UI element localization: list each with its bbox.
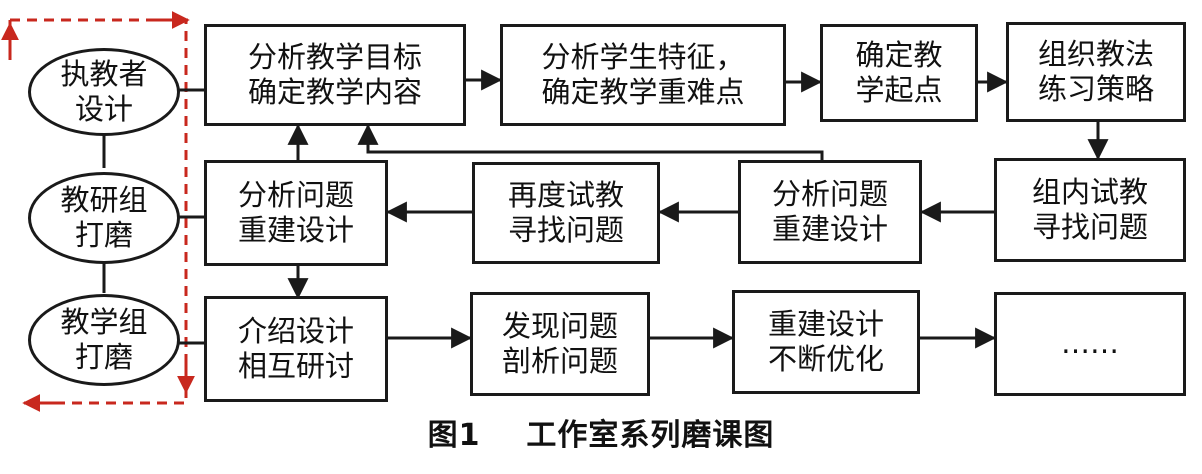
box-retry-teaching: 再度试教 寻找问题 [472,162,660,264]
figure-number: 图1 [427,418,481,453]
box-group-trial-line1: 组内试教 [1031,174,1148,209]
box-start-point-line1: 确定教 [855,37,943,72]
feedback-line [357,123,824,160]
box-optimize-line1: 重建设计 [767,306,884,341]
box-find-problems-line2: 剖析问题 [501,344,618,378]
box-analyze-rebuild-left: 分析问题 重建设计 [204,160,388,266]
box-find-problems-line1: 发现问题 [501,308,618,343]
box-optimize-line2: 不断优化 [767,342,884,376]
box-organize-methods-line1: 组织教法 [1037,36,1154,71]
box-retry-teaching-line1: 再度试教 [507,177,624,212]
box-analyze-rebuild-left-line2: 重建设计 [237,213,354,247]
box-group-trial: 组内试教 寻找问题 [994,158,1186,262]
figure-title: 工作室系列磨课图 [526,418,775,453]
box-analyze-goals-line2: 确定教学内容 [247,75,422,109]
box-optimize: 重建设计 不断优化 [732,290,920,394]
box-find-problems: 发现问题 剖析问题 [470,292,650,396]
box-retry-teaching-line2: 寻找问题 [507,213,624,247]
oval-designer-line1: 执教者 [60,57,148,92]
box-ellipsis-text: …… [1061,326,1119,361]
oval-designer: 执教者 设计 [28,48,180,136]
box-analyze-students-line1: 分析学生特征， [541,39,745,74]
box-discuss-design: 介绍设计 相互研讨 [204,296,388,402]
box-analyze-rebuild-mid-line2: 重建设计 [771,212,888,246]
dashed-bracket [10,18,188,405]
box-analyze-students: 分析学生特征， 确定教学重难点 [500,24,786,126]
box-analyze-goals: 分析教学目标 确定教学内容 [204,24,466,126]
box-analyze-rebuild-left-line1: 分析问题 [237,177,354,212]
box-analyze-rebuild-mid-line1: 分析问题 [771,176,888,211]
box-discuss-design-line2: 相互研讨 [237,349,354,383]
box-start-point-line2: 学起点 [855,73,943,107]
caption-gap [481,415,527,450]
oval-research: 教研组 打磨 [28,172,180,264]
oval-teaching: 教学组 打磨 [28,294,180,386]
oval-teaching-line2: 打磨 [74,340,133,374]
oval-research-line2: 打磨 [74,218,133,252]
box-analyze-students-line2: 确定教学重难点 [541,75,745,109]
oval-teaching-line1: 教学组 [60,305,148,340]
oval-research-line1: 教研组 [60,183,148,218]
box-organize-methods-line2: 练习策略 [1037,72,1154,106]
box-start-point: 确定教 学起点 [820,24,978,122]
oval-designer-line2: 设计 [74,92,133,126]
figure-caption: 图1 工作室系列磨课图 [0,410,1202,454]
box-analyze-rebuild-mid: 分析问题 重建设计 [738,160,922,264]
box-analyze-goals-line1: 分析教学目标 [247,39,422,74]
box-ellipsis: …… [994,292,1186,396]
box-organize-methods: 组织教法 练习策略 [1006,22,1186,122]
box-group-trial-line2: 寻找问题 [1031,210,1148,244]
box-discuss-design-line1: 介绍设计 [237,313,354,348]
